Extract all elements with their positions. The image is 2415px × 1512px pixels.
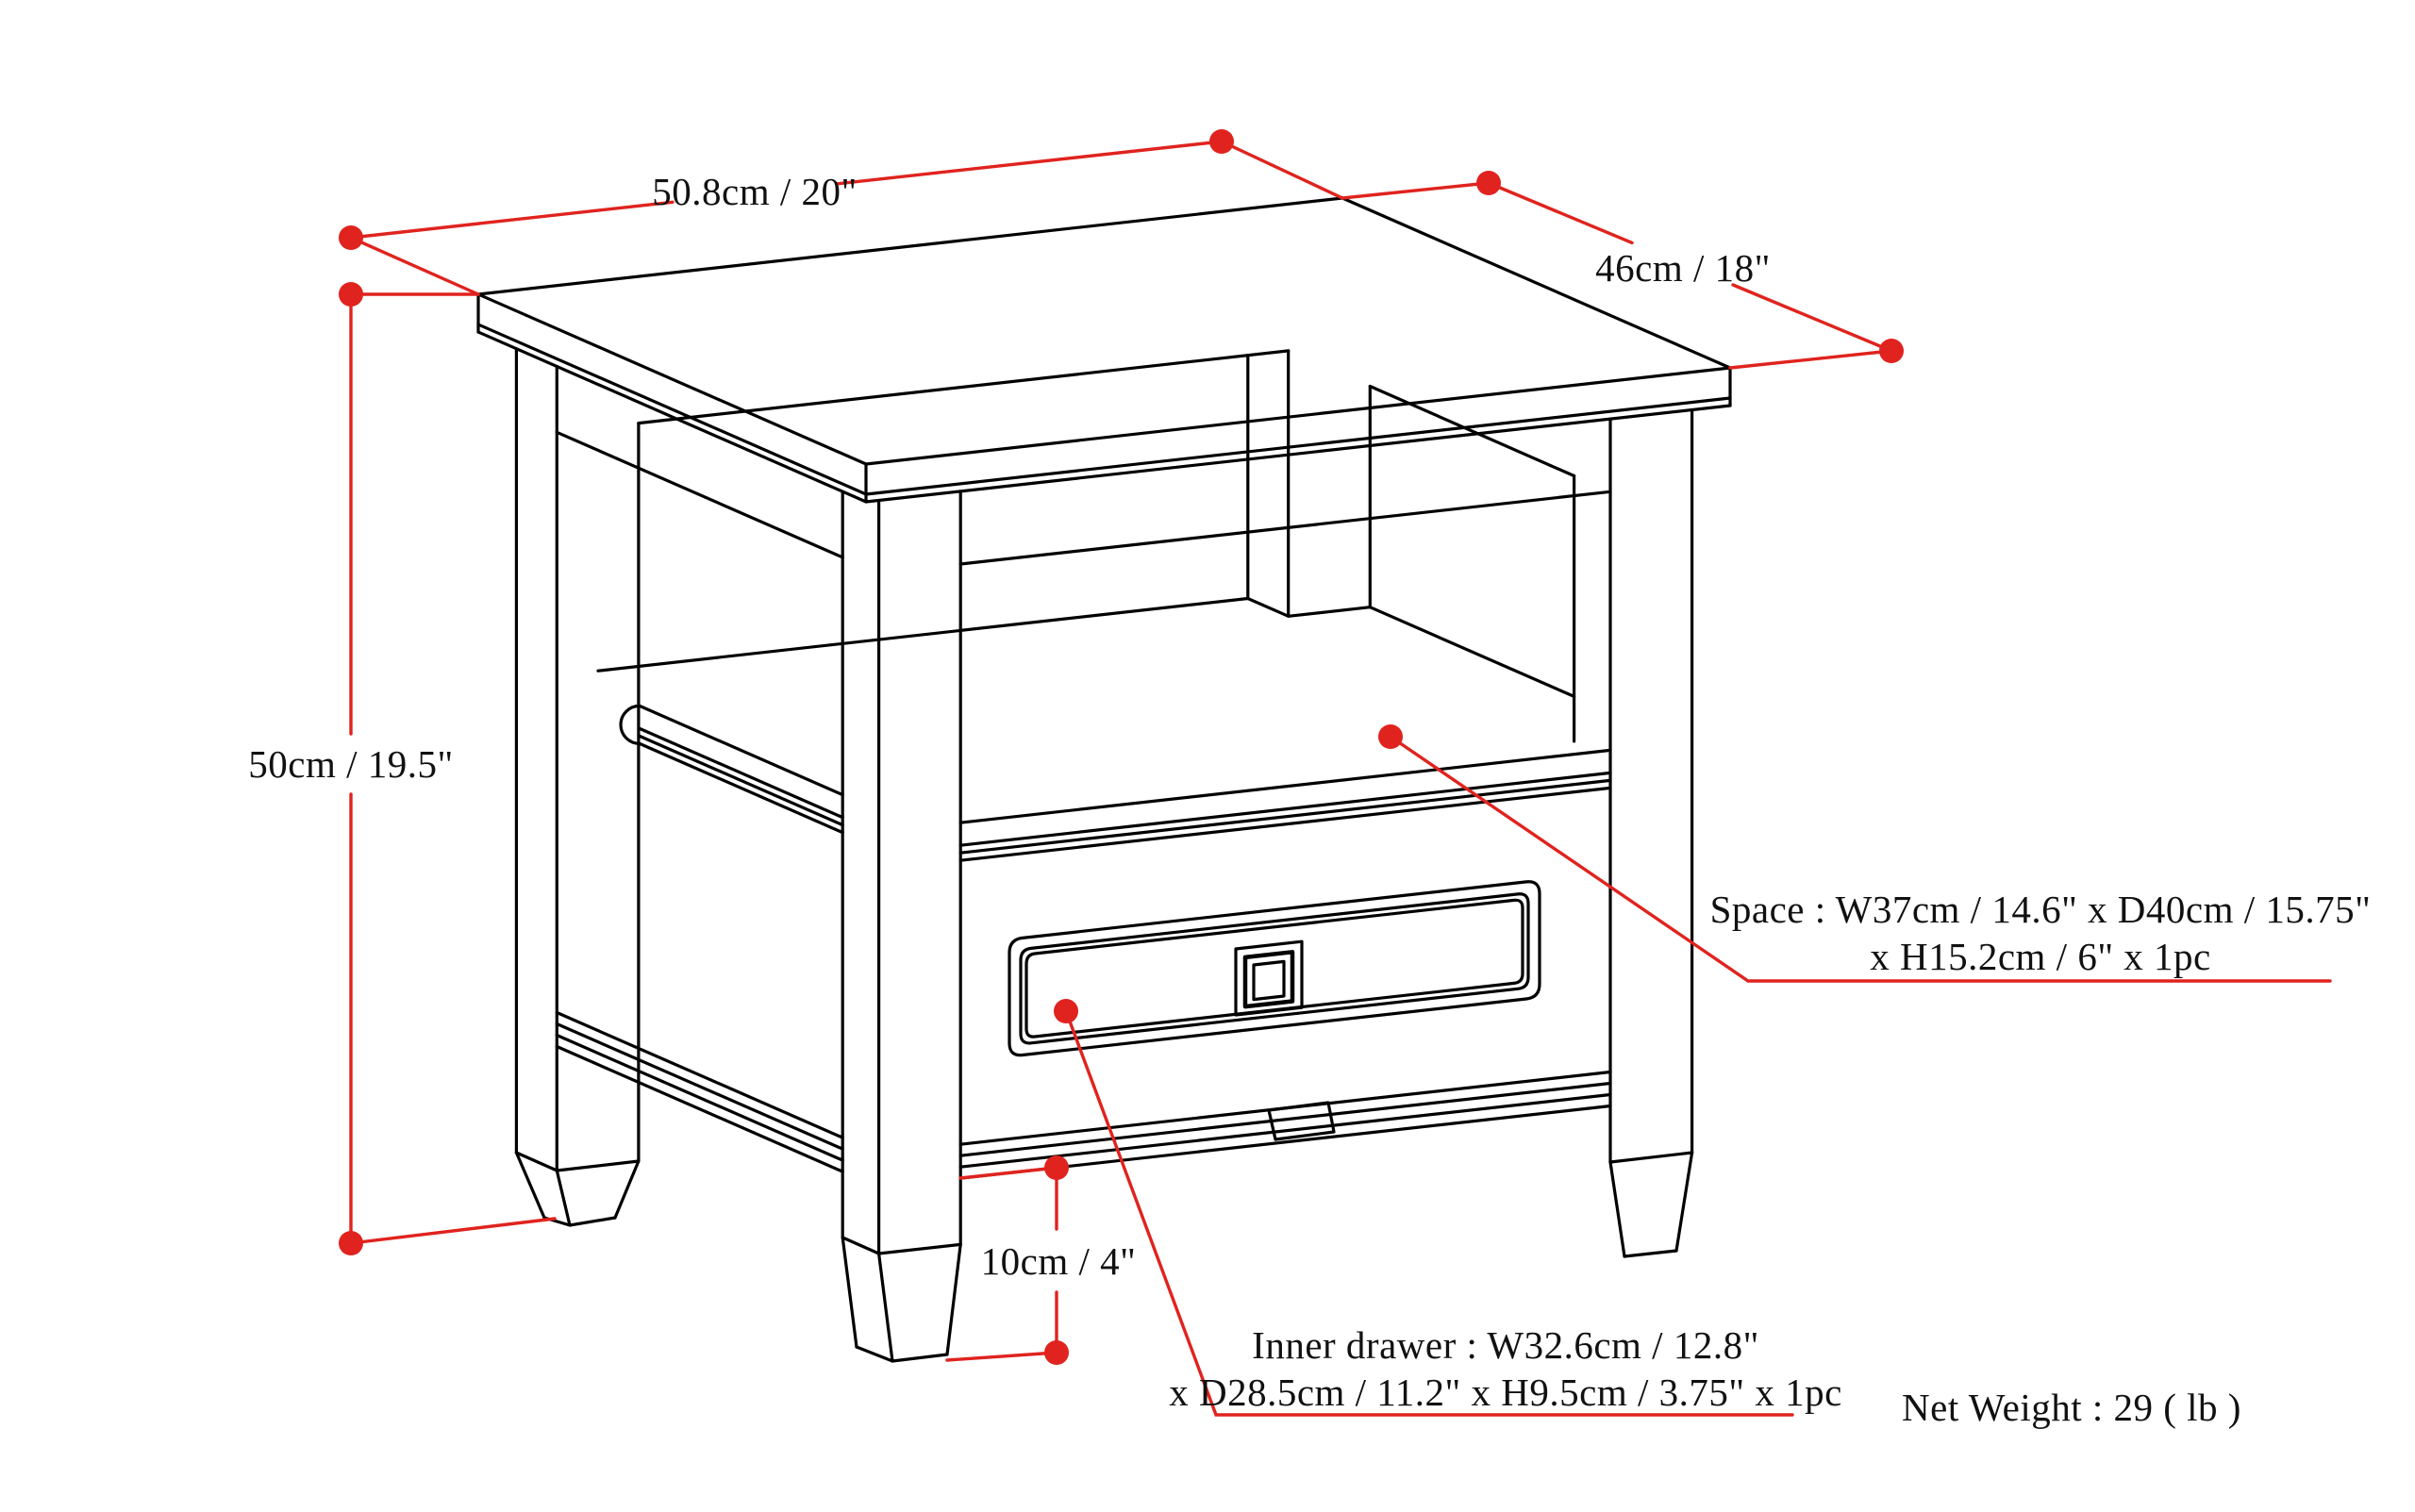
dim-top-width <box>349 140 1344 296</box>
label-top-width: 50.8cm / 20" <box>652 170 858 213</box>
back-leg <box>1246 349 1372 618</box>
label-height: 50cm / 19.5" <box>248 742 454 786</box>
drawer-front <box>1008 880 1541 1057</box>
dimension-dots <box>339 129 1904 1365</box>
dim-height <box>349 292 557 1245</box>
label-inner-drawer-line1: Inner drawer : W32.6cm / 12.8" <box>1252 1323 1759 1367</box>
label-space: Space : W37cm / 14.6" x D40cm / 15.75" x… <box>1710 886 2372 980</box>
label-top-depth: 46cm / 18" <box>1595 246 1771 290</box>
tabletop-edge-band <box>476 292 1732 504</box>
front-leg <box>841 490 962 1363</box>
leader-inner-drawer <box>1064 1009 1794 1417</box>
tabletop-surface <box>476 196 1732 466</box>
left-leg <box>514 347 641 1227</box>
label-inner-drawer: Inner drawer : W32.6cm / 12.8" x D28.5cm… <box>1169 1321 1842 1416</box>
drawer-handle <box>1234 939 1304 1017</box>
shelf-front-band <box>958 748 1612 862</box>
leader-space <box>1389 735 2332 983</box>
label-foot-height: 10cm / 4" <box>980 1239 1137 1283</box>
bottom-rail-left <box>555 1010 844 1173</box>
label-space-line1: Space : W37cm / 14.6" x D40cm / 15.75" <box>1709 888 2372 931</box>
label-net-weight: Net Weight : 29 ( lb ) <box>1902 1386 2241 1429</box>
label-inner-drawer-line2: x D28.5cm / 11.2" x H9.5cm / 3.75" x 1pc <box>1169 1371 1842 1414</box>
rail-block <box>1267 1101 1336 1141</box>
dim-depth <box>1341 181 1893 370</box>
shelf-left-band <box>619 704 844 835</box>
apron <box>555 349 1612 566</box>
label-space-line2: x H15.2cm / 6" x 1pc <box>1870 935 2211 978</box>
right-leg <box>1608 407 1694 1258</box>
shelf-interior-edges <box>596 474 1576 743</box>
